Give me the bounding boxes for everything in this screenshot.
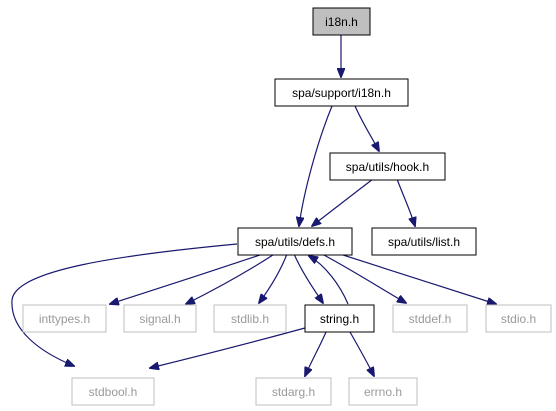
node-label: stdarg.h xyxy=(272,385,315,399)
node-stddef-h[interactable]: stddef.h xyxy=(392,304,468,333)
node-label: signal.h xyxy=(139,312,180,326)
edge-defs-to-inttypes xyxy=(110,252,267,304)
edge-defs-to-stdlib xyxy=(259,253,288,303)
node-spa-utils-list-h[interactable]: spa/utils/list.h xyxy=(371,227,477,256)
edge-hook-to-list xyxy=(396,178,415,226)
edge-defs-to-stddef xyxy=(321,253,406,303)
node-label: spa/support/i18n.h xyxy=(292,86,391,100)
edge-defs-to-stdbool xyxy=(11,243,238,366)
node-stdio-h[interactable]: stdio.h xyxy=(485,304,552,333)
node-signal-h[interactable]: signal.h xyxy=(123,304,197,333)
node-stdbool-h[interactable]: stdbool.h xyxy=(71,377,155,406)
node-label: spa/utils/hook.h xyxy=(346,160,429,174)
edge-string-to-stdbool xyxy=(150,327,306,368)
edge-string-to-errno xyxy=(349,331,374,376)
node-label: string.h xyxy=(320,312,359,326)
node-spa-utils-defs-h[interactable]: spa/utils/defs.h xyxy=(237,227,353,256)
node-label: stddef.h xyxy=(409,312,452,326)
node-label: i18n.h xyxy=(325,15,358,29)
nodes-layer: i18n.h spa/support/i18n.h spa/utils/hook… xyxy=(22,7,552,406)
edge-defs-to-string xyxy=(293,253,323,303)
edge-string-to-stdarg xyxy=(305,331,327,376)
node-label: spa/utils/defs.h xyxy=(255,235,335,249)
node-stdlib-h[interactable]: stdlib.h xyxy=(213,304,287,333)
node-spa-utils-hook-h[interactable]: spa/utils/hook.h xyxy=(329,152,446,181)
node-inttypes-h[interactable]: inttypes.h xyxy=(22,304,107,333)
edge-defs-to-stdio xyxy=(339,253,496,304)
node-label: stdbool.h xyxy=(89,385,138,399)
edge-support-i18n-to-defs xyxy=(299,105,333,226)
node-errno-h[interactable]: errno.h xyxy=(348,377,418,406)
edges-layer xyxy=(11,35,496,376)
node-string-h[interactable]: string.h xyxy=(304,304,375,333)
node-label: spa/utils/list.h xyxy=(388,235,460,249)
node-stdarg-h[interactable]: stdarg.h xyxy=(255,377,332,406)
node-label: errno.h xyxy=(364,385,402,399)
node-label: stdio.h xyxy=(501,312,536,326)
node-label: inttypes.h xyxy=(39,312,90,326)
node-spa-support-i18n-h[interactable]: spa/support/i18n.h xyxy=(274,78,409,107)
node-i18n-h[interactable]: i18n.h xyxy=(312,7,371,36)
edge-defs-to-signal xyxy=(186,252,277,304)
edge-string-to-defs xyxy=(309,256,349,305)
edge-hook-to-defs xyxy=(312,178,374,226)
node-label: stdlib.h xyxy=(231,312,269,326)
edge-support-i18n-to-hook xyxy=(354,105,379,151)
